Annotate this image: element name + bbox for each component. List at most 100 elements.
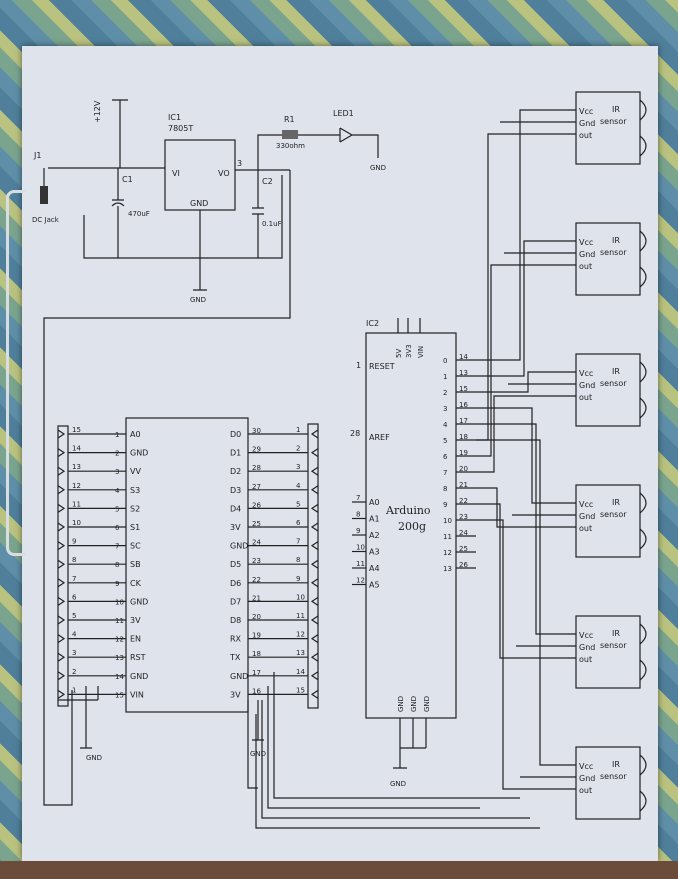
gnd-reg-label: GND <box>190 296 206 304</box>
header-pin-right <box>310 429 319 439</box>
sensor-out-wire <box>476 395 576 473</box>
analog-pin-num: 7 <box>356 494 360 502</box>
digital-pin-label: 10 <box>443 517 452 525</box>
r1-ref: R1 <box>284 115 295 124</box>
header-pin-left <box>57 689 66 699</box>
regulator-pin3: 3 <box>237 159 242 168</box>
sensor-body <box>575 353 641 427</box>
right-header-num: 8 <box>296 556 300 564</box>
aref-pin-label: AREF <box>369 433 390 442</box>
module-right-pin-label: D8 <box>230 616 241 625</box>
sensor-vcc: Vcc <box>579 631 593 640</box>
gnd-led-label: GND <box>370 164 386 172</box>
module-left-pin-label: SB <box>130 560 141 569</box>
left-header-num: 2 <box>72 668 76 676</box>
module-right-pin-num: 27 <box>252 483 261 491</box>
header-pin-right <box>310 559 319 569</box>
module-left-pin-label: GND <box>130 449 148 458</box>
header-pin-right <box>310 448 319 458</box>
digital-pin-label: 1 <box>443 373 447 381</box>
module-left-pin-label: VV <box>130 467 141 476</box>
module-right-pin-label: D6 <box>230 579 241 588</box>
sensor-ir: IR <box>612 367 620 376</box>
header-pin-left <box>57 559 66 569</box>
module-left-pin-num: 8 <box>115 561 119 569</box>
arduino-top-pin: VIN <box>417 346 425 358</box>
digital-pin-num: 21 <box>459 481 468 489</box>
left-header-num: 11 <box>72 500 81 508</box>
module-left-pin-label: GND <box>130 597 148 606</box>
right-header-num: 4 <box>296 482 301 490</box>
digital-pin-label: 8 <box>443 485 447 493</box>
left-header-num: 15 <box>72 426 81 434</box>
sensor-gnd: Gnd <box>579 250 595 259</box>
module-right-pin-label: D5 <box>230 560 241 569</box>
arduino-gnd-label: GND <box>390 780 406 788</box>
header-pin-left <box>57 448 66 458</box>
module-left-pin-num: 3 <box>115 468 119 476</box>
header-pin-right <box>310 689 319 699</box>
right-header-num: 10 <box>296 593 305 601</box>
sensor-vcc-wire <box>476 371 576 393</box>
left-header-num: 3 <box>72 649 76 657</box>
sensor-out-wire <box>476 487 576 528</box>
sensor-vcc: Vcc <box>579 238 593 247</box>
sensor-vcc: Vcc <box>579 369 593 378</box>
right-header-num: 1 <box>296 426 300 434</box>
module-right-pin-num: 16 <box>252 687 261 695</box>
module-left-pin-num: 14 <box>115 673 124 681</box>
header-pin-left <box>57 578 66 588</box>
digital-pin-num: 26 <box>459 561 468 569</box>
supply-label: +12V <box>93 100 102 123</box>
sensor-label: sensor <box>600 772 627 781</box>
digital-pin-num: 24 <box>459 529 468 537</box>
sensor-out: out <box>579 655 592 664</box>
c1-value: 470uF <box>128 210 150 218</box>
reset-pin-num: 1 <box>356 361 361 370</box>
digital-pin-num: 17 <box>459 417 468 425</box>
sensor-ir: IR <box>612 760 620 769</box>
sensor-vcc-wire <box>476 439 576 766</box>
module-left-pin-num: 7 <box>115 543 119 551</box>
arduino-ref: IC2 <box>366 319 379 328</box>
module-right-pin-label: D4 <box>230 504 241 513</box>
arduino-gnd-pin: GND <box>397 696 405 712</box>
header-pin-left <box>57 522 66 532</box>
left-header-num: 1 <box>72 686 76 694</box>
sensor-gnd: Gnd <box>579 774 595 783</box>
sensor-led-top <box>639 230 647 252</box>
module-left-pin-num: 9 <box>115 580 119 588</box>
module-left-pin-label: S2 <box>130 504 140 513</box>
jack-ref: J1 <box>33 151 41 160</box>
module-left-pin-num: 13 <box>115 654 124 662</box>
r1-value: 330ohm <box>276 142 305 150</box>
header-pin-right <box>310 578 319 588</box>
sensor-label: sensor <box>600 641 627 650</box>
analog-pin-label: A1 <box>369 515 380 524</box>
module-right-pin-num: 25 <box>252 520 261 528</box>
left-header-num: 5 <box>72 612 76 620</box>
module-right-pin-num: 21 <box>252 594 261 602</box>
header-pin-left <box>57 634 66 644</box>
digital-pin-num: 15 <box>459 385 468 393</box>
header-pin-right <box>310 541 319 551</box>
sensor-vcc: Vcc <box>579 107 593 116</box>
module-left-pin-num: 15 <box>115 691 124 699</box>
sensor-vcc-wire <box>476 240 576 377</box>
sensor-vcc-wire <box>476 407 576 504</box>
analog-pin-num: 12 <box>356 577 365 585</box>
right-header-num: 9 <box>296 575 300 583</box>
module-right-pin-label: GND <box>230 672 248 681</box>
paper-sheet <box>22 46 658 861</box>
header-pin-right <box>310 522 319 532</box>
left-header-num: 8 <box>72 556 76 564</box>
sensor-body <box>575 484 641 558</box>
digital-pin-num: 13 <box>459 369 468 377</box>
analog-pin-label: A5 <box>369 581 380 590</box>
header-pin-right <box>310 615 319 625</box>
module-left-pin-label: CK <box>130 579 142 588</box>
